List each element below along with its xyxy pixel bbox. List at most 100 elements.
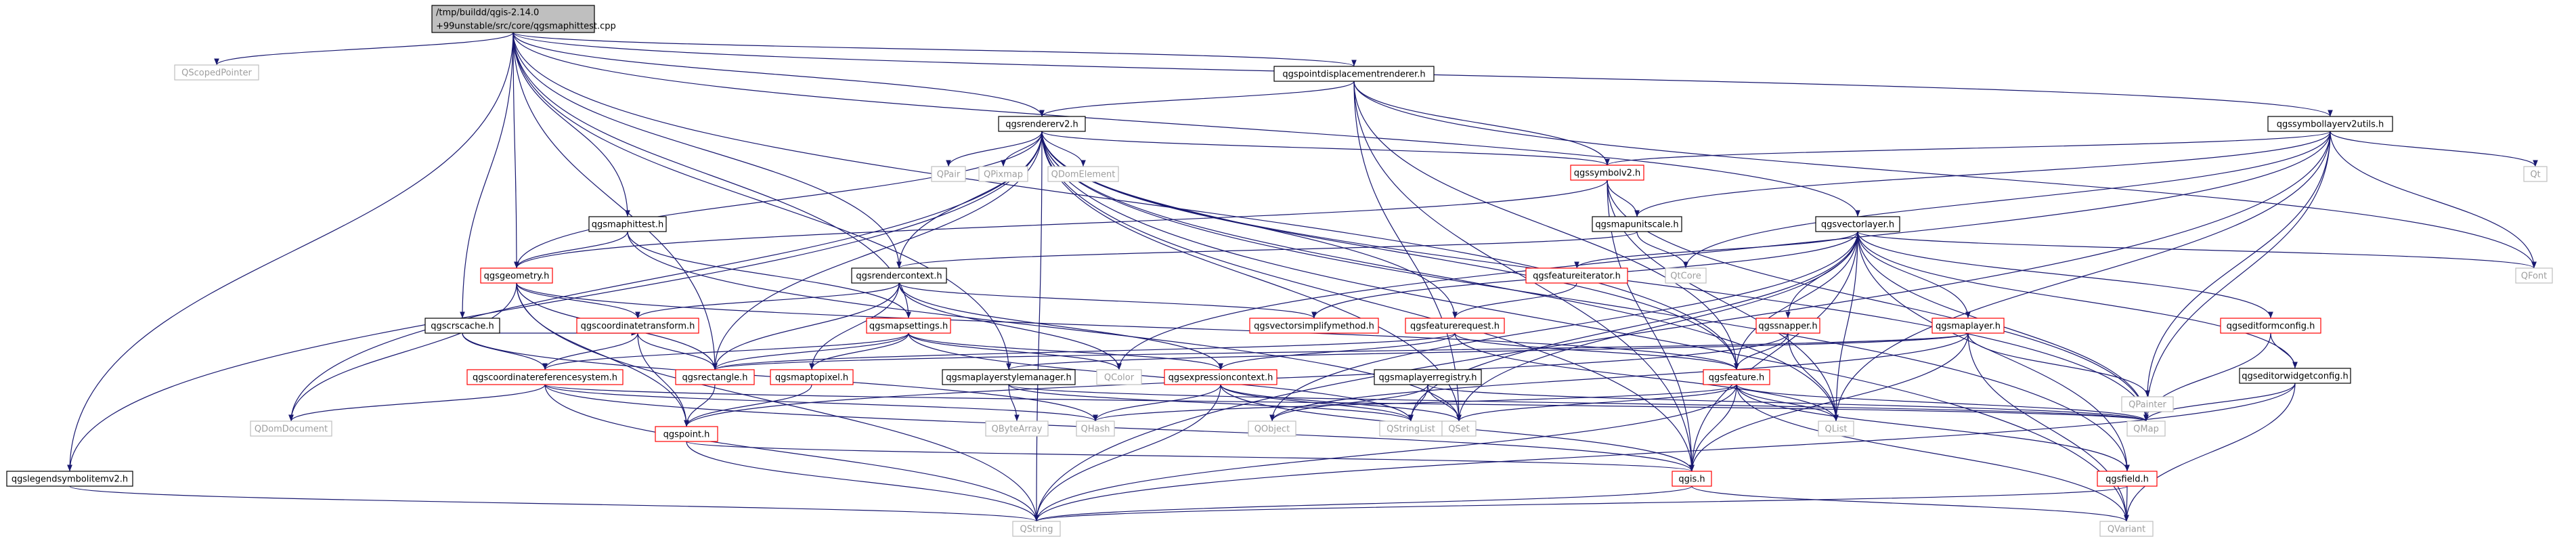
node-qgssymbollayerv2utils[interactable]: qgssymbollayerv2utils.h (2267, 116, 2393, 132)
node-label: qgsvectorlayer.h (1821, 220, 1894, 230)
node-qgsmapunitscale[interactable]: qgsmapunitscale.h (1592, 216, 1682, 232)
node-label: qgsfeaturerequest.h (1410, 322, 1500, 332)
edge-root-to-qgsrendererv2 (512, 32, 1045, 117)
node-qgseditorwidgetconfig[interactable]: qgseditorwidgetconfig.h (2239, 368, 2351, 384)
node-box (424, 318, 500, 334)
edge-root-to-qgsmaphittest (512, 32, 630, 217)
node-qgscrscache[interactable]: qgscrscache.h (424, 318, 500, 334)
node-label: qgspointdisplacementrenderer.h (1282, 70, 1425, 80)
node-box (1755, 318, 1820, 334)
node-label: qgsgeometry.h (484, 272, 550, 282)
edge-qgspoint-to-qstring (686, 441, 1039, 522)
node-qgsfield[interactable]: qgsfield.h (2097, 471, 2158, 487)
node-qbytearray: QByteArray (985, 420, 1049, 437)
node-box (1164, 369, 1278, 385)
node-qgspointdisplacementrenderer[interactable]: qgspointdisplacementrenderer.h (1273, 66, 1435, 82)
node-qgsrendercontext[interactable]: qgsrendercontext.h (851, 267, 947, 284)
node-label: qgsfeatureiterator.h (1533, 272, 1621, 282)
node-box (1248, 420, 1296, 437)
edge-qgspoint-to-qgis (686, 441, 1695, 472)
edge-qgssymbollayerv2utils-to-qlist (1833, 131, 2331, 422)
node-box (1047, 166, 1119, 182)
edge-qgsrendercontext-to-qgsrectangle (712, 282, 900, 370)
edge-qgsrendererv2-to-qset (1041, 131, 1462, 422)
node-label: QByteArray (992, 425, 1043, 435)
node-label: qgsmapsettings.h (869, 322, 948, 332)
edge-qgsfeature-to-qhash (1093, 384, 1737, 422)
node-qgsmaplayerstylemanager[interactable]: qgsmaplayerstylemanager.h (942, 369, 1076, 385)
node-qgis[interactable]: qgis.h (1672, 471, 1712, 487)
edge-root-to-qscopedpointer (214, 32, 514, 66)
node-qgslegendsymbolitemv2[interactable]: qgslegendsymbolitemv2.h (6, 471, 133, 487)
node-qgssnapper[interactable]: qgssnapper.h (1755, 318, 1820, 334)
node-qgsfeatureiterator[interactable]: qgsfeatureiterator.h (1525, 267, 1628, 284)
node-label: qgsmaplayerstylemanager.h (946, 373, 1072, 383)
node-qgspoint[interactable]: qgspoint.h (655, 426, 718, 442)
node-qgsmaplayer[interactable]: qgsmaplayer.h (1931, 318, 2005, 334)
node-qlist: QList (1818, 420, 1854, 437)
node-qgsmaptopixel[interactable]: qgsmaptopixel.h (770, 369, 854, 385)
node-qgsexpressioncontext[interactable]: qgsexpressioncontext.h (1164, 369, 1278, 385)
edge-root-to-qgsmaplayerstylemanager (512, 32, 1011, 370)
node-qgsfeature[interactable]: qgsfeature.h (1703, 369, 1770, 385)
node-qcolor: QColor (1096, 369, 1142, 385)
edge-qgssymbolv2-to-qgsgeometry (514, 179, 1608, 269)
edge-qgsmapsettings-to-qgsrectangle (712, 332, 909, 370)
node-qgssymbolv2[interactable]: qgssymbolv2.h (1570, 165, 1644, 181)
node-label: qgssnapper.h (1758, 322, 1817, 332)
edge-qgsvectorlayer-to-qfont (1857, 231, 2537, 269)
edge-qgssymbollayerv2utils-to-qcolor (1116, 131, 2331, 370)
node-qgsvectorsimplifymethod[interactable]: qgsvectorsimplifymethod.h (1249, 318, 1379, 334)
edge-qgspointdisplacementrenderer-to-qgis (1353, 81, 1695, 472)
edge-qgsexpressioncontext-to-qstring (1034, 384, 1221, 522)
node-label: qgseditformconfig.h (2227, 322, 2315, 332)
edge-root-to-qgsfeature (512, 32, 1739, 370)
edge-qgscoordinatetransform-to-qgsrectangle (637, 332, 718, 370)
node-qgscoordinatereferencesystem[interactable]: qgscoordinatereferencesystem.h (466, 369, 624, 385)
node-label: QHash (1081, 425, 1110, 435)
node-label: QDomElement (1051, 170, 1116, 180)
node-root[interactable]: /tmp/buildd/qgis-2.14.0+99unstable/src/c… (431, 5, 616, 33)
node-label: /tmp/buildd/qgis-2.14.0 (436, 8, 539, 18)
edge-qgsmaplayerstylemanager-to-qbytearray (1008, 384, 1020, 422)
edge-qgscoordinatetransform-to-qgspoint (637, 332, 689, 427)
edge-qgsfeature-to-qset (1456, 384, 1737, 422)
node-box (1076, 420, 1115, 437)
node-qgseditformconfig[interactable]: qgseditformconfig.h (2220, 318, 2321, 334)
edge-qgsexpressioncontext-to-qstringlist (1220, 384, 1414, 422)
node-box (655, 426, 718, 442)
node-qdomdocument: QDomDocument (250, 420, 332, 437)
edge-qgsrendererv2-to-qgssymbolv2 (1041, 131, 1610, 166)
node-qgsvectorlayer[interactable]: qgsvectorlayer.h (1815, 216, 1900, 232)
node-box (2097, 471, 2158, 487)
node-box (1249, 318, 1379, 334)
edge-qgsmaplayer-to-qgsmaplayerstylemanager (1006, 332, 1969, 370)
edge-qgssymbollayerv2utils-to-qstring (1034, 131, 2331, 522)
edge-root-to-qgsgeometry (512, 32, 519, 269)
node-qtcore: QtCore (1665, 267, 1707, 284)
node-qgsrectangle[interactable]: qgsrectangle.h (675, 369, 755, 385)
node-qgsmaphittest[interactable]: qgsmaphittest.h (588, 216, 667, 232)
edge-root-to-qgsmapsettings (512, 32, 911, 319)
node-qgsgeometry[interactable]: qgsgeometry.h (480, 267, 553, 284)
edge-qgssymbollayerv2utils-to-qtcore (1683, 131, 2331, 269)
edge-qgspointdisplacementrenderer-to-qgssymbolv2 (1353, 81, 1610, 166)
edge-qgssnapper-to-qgsfeature (1734, 332, 1789, 370)
node-qgsmaplayerregistry[interactable]: qgsmaplayerregistry.h (1374, 369, 1482, 385)
edge-qgsfeaturerequest-to-qgsrectangle (712, 332, 1456, 370)
node-qgscoordinatetransform[interactable]: qgscoordinatetransform.h (576, 318, 699, 334)
node-box (1570, 165, 1644, 181)
edge-qgsmaphittest-to-qgsgeometry (514, 231, 628, 269)
node-qgsfeaturerequest[interactable]: qgsfeaturerequest.h (1405, 318, 1505, 334)
edge-qgsfeature-to-qmap (1736, 384, 2149, 422)
node-qgsrendererv2[interactable]: qgsrendererv2.h (998, 116, 1086, 132)
node-qvariant: QVariant (2099, 521, 2154, 537)
node-box (1374, 369, 1482, 385)
node-label: qgsrendererv2.h (1005, 120, 1078, 130)
edge-qgsmapsettings-to-qgscoordinatereferencesystem (542, 332, 909, 370)
node-qgsmapsettings[interactable]: qgsmapsettings.h (866, 318, 951, 334)
node-box (1096, 369, 1142, 385)
node-label: qgscoordinatetransform.h (581, 322, 695, 332)
edge-qgssnapper-to-qlist (1787, 332, 1839, 422)
node-box (1818, 420, 1854, 437)
